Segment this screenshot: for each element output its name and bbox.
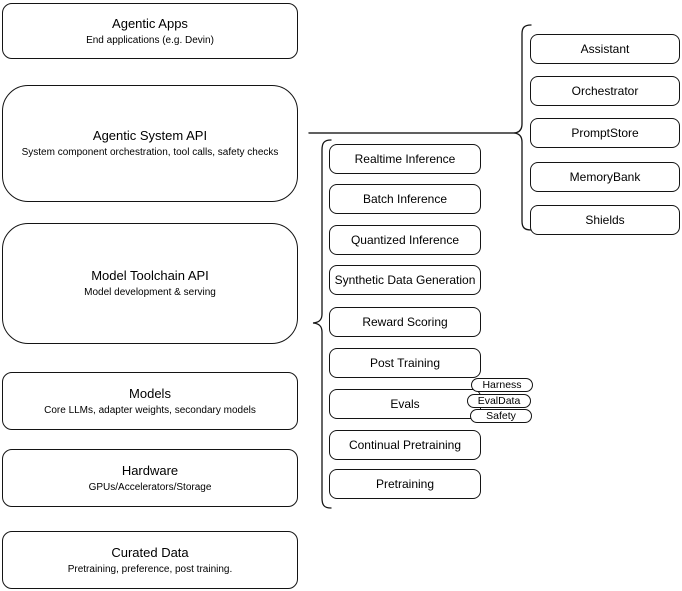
- node-title: Model Toolchain API: [91, 268, 209, 283]
- node-evals: Evals: [329, 389, 481, 419]
- node-quantized-inference: Quantized Inference: [329, 225, 481, 255]
- node-continual-pretraining: Continual Pretraining: [329, 430, 481, 460]
- node-assistant: Assistant: [530, 34, 680, 64]
- tag-evaldata: EvalData: [467, 394, 531, 408]
- node-subtitle: End applications (e.g. Devin): [86, 34, 214, 46]
- node-promptstore: PromptStore: [530, 118, 680, 148]
- node-agentic-system-api: Agentic System API System component orch…: [2, 85, 298, 202]
- node-subtitle: Pretraining, preference, post training.: [67, 563, 233, 575]
- node-synthetic-data-generation: Synthetic Data Generation: [329, 265, 481, 295]
- node-subtitle: Core LLMs, adapter weights, secondary mo…: [44, 404, 256, 416]
- tag-safety: Safety: [470, 409, 532, 423]
- node-subtitle: System component orchestration, tool cal…: [21, 147, 279, 158]
- node-curated-data: Curated Data Pretraining, preference, po…: [2, 531, 298, 589]
- node-memorybank: MemoryBank: [530, 162, 680, 192]
- node-pretraining: Pretraining: [329, 469, 481, 499]
- node-batch-inference: Batch Inference: [329, 184, 481, 214]
- tag-harness: Harness: [471, 378, 533, 392]
- node-title: Agentic Apps: [112, 15, 188, 31]
- node-orchestrator: Orchestrator: [530, 76, 680, 106]
- node-title: Models: [129, 385, 171, 401]
- node-models: Models Core LLMs, adapter weights, secon…: [2, 372, 298, 430]
- node-model-toolchain-api: Model Toolchain API Model development & …: [2, 223, 298, 344]
- node-reward-scoring: Reward Scoring: [329, 307, 481, 337]
- node-post-training: Post Training: [329, 348, 481, 378]
- node-title: Curated Data: [111, 544, 189, 560]
- node-title: Hardware: [121, 462, 179, 478]
- node-hardware: Hardware GPUs/Accelerators/Storage: [2, 449, 298, 507]
- node-subtitle: GPUs/Accelerators/Storage: [88, 481, 212, 493]
- node-shields: Shields: [530, 205, 680, 235]
- node-title: Agentic System API: [92, 128, 208, 143]
- node-subtitle: Model development & serving: [84, 287, 216, 298]
- node-agentic-apps: Agentic Apps End applications (e.g. Devi…: [2, 3, 298, 59]
- brace-components: [513, 24, 532, 231]
- brace-toolchain: [312, 139, 332, 509]
- node-realtime-inference: Realtime Inference: [329, 144, 481, 174]
